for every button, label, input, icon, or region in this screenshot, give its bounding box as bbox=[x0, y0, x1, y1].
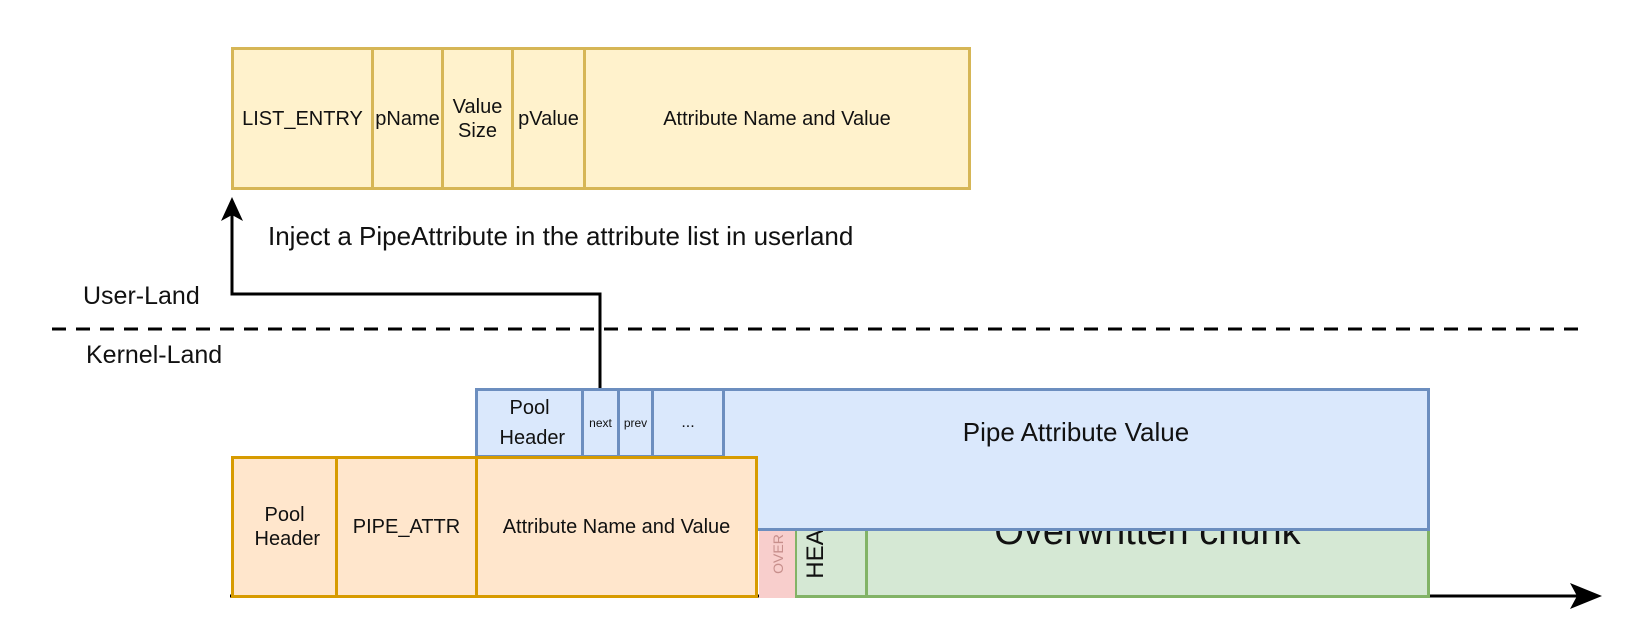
fake-attr-prev-label: prev bbox=[623, 416, 648, 430]
userland-attribute-name-value: Attribute Name and Value bbox=[583, 47, 971, 190]
pipe-attr-name-value-label: Attribute Name and Value bbox=[502, 516, 731, 538]
overwritten-chunk-header-label: HEA bbox=[802, 529, 829, 579]
pipe-attr-struct-label: PIPE_ATTR bbox=[352, 516, 461, 538]
fake-attr-next: next bbox=[581, 388, 620, 458]
kernel-land-label: Kernel-Land bbox=[86, 341, 223, 369]
userland-list-entry-label: LIST_ENTRY bbox=[242, 107, 363, 130]
fake-pipe-attribute-value: Pipe Attribute Value bbox=[722, 388, 1430, 531]
inject-arrow-line bbox=[230, 212, 602, 389]
pipe-attr-pool-header: Pool Header bbox=[231, 456, 338, 598]
fake-attr-pool-header: Pool Header bbox=[475, 388, 584, 458]
pipe-attribute-value-label: Pipe Attribute Value bbox=[962, 417, 1190, 447]
userland-value-size: Value Size bbox=[441, 47, 514, 190]
fake-attr-ellipsis: ... bbox=[651, 388, 725, 458]
pipe-attr-name-value: Attribute Name and Value bbox=[475, 456, 758, 598]
userland-pvalue: pValue bbox=[511, 47, 586, 190]
fake-attr-pool-header-label: Pool Header bbox=[499, 397, 566, 449]
inject-arrow-head bbox=[221, 197, 243, 221]
inject-caption: Inject a PipeAttribute in the attribute … bbox=[268, 221, 854, 251]
userland-list-entry: LIST_ENTRY bbox=[231, 47, 374, 190]
overflow-label: OVER bbox=[770, 534, 786, 574]
fake-attr-next-label: next bbox=[589, 416, 612, 430]
userland-pvalue-label: pValue bbox=[518, 107, 579, 130]
pipe-attr-pool-header-label: Pool Header bbox=[254, 504, 321, 550]
pipe-attr-struct: PIPE_ATTR bbox=[335, 456, 478, 598]
userland-value-size-label: Value Size bbox=[452, 95, 503, 142]
userland-pname: pName bbox=[371, 47, 444, 190]
userland-attribute-name-value-label: Attribute Name and Value bbox=[663, 107, 891, 130]
userland-pname-label: pName bbox=[375, 107, 440, 130]
fake-attr-prev: prev bbox=[617, 388, 654, 458]
fake-attr-ellipsis-label: ... bbox=[681, 414, 695, 431]
user-land-label: User-Land bbox=[83, 282, 200, 310]
memory-baseline-arrow-head bbox=[1570, 583, 1602, 609]
